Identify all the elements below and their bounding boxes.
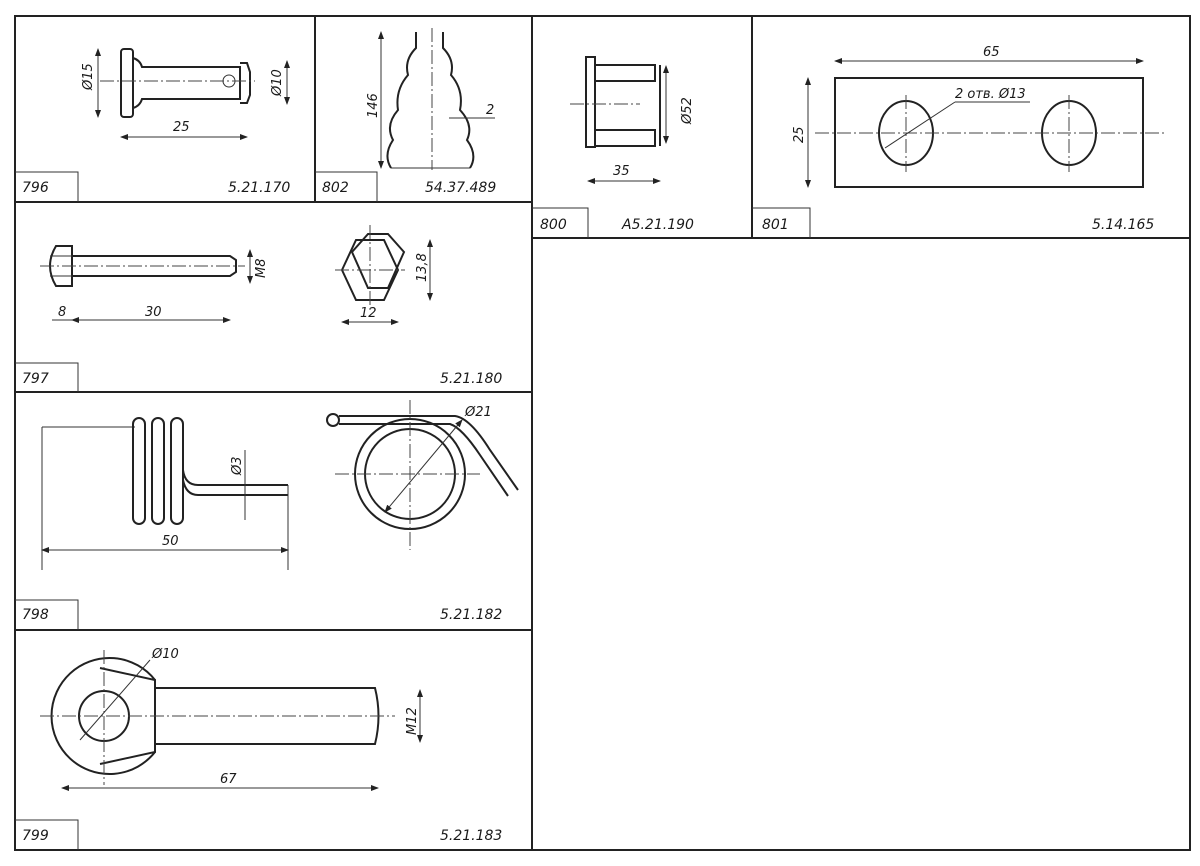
cell-798: 798 5.21.182 50 Ø3 Ø21 [22, 400, 519, 623]
item-code: 5.21.180 [440, 371, 502, 387]
item-code: 54.37.489 [425, 180, 496, 196]
item-code: A5.21.190 [621, 217, 694, 233]
eye-bolt-drawing: Ø10 M12 67 [40, 647, 423, 791]
item-number: 802 [322, 180, 349, 196]
bolt-drawing: M8 8 30 13,8 12 [40, 225, 433, 325]
dim-width: 65 [983, 45, 1000, 60]
item-number: 798 [22, 607, 49, 623]
sheet-frame [14, 15, 1191, 851]
item-number: 799 [22, 828, 49, 844]
item-code: 5.21.183 [440, 828, 502, 844]
cell-800: 800 A5.21.190 Ø52 35 [540, 56, 695, 233]
dim-height: 146 [366, 93, 381, 118]
dim-length: 25 [173, 120, 190, 135]
plate-drawing: 65 25 2 отв. Ø13 [792, 45, 1165, 188]
dim-d-head: Ø15 [81, 63, 96, 91]
item-number: 801 [762, 217, 789, 233]
dim-d-end: Ø10 [270, 69, 285, 97]
cell-802: 802 54.37.489 146 2 [322, 28, 496, 196]
dim-across-corners: 13,8 [415, 253, 430, 282]
dim-length: 50 [162, 534, 179, 549]
cell-801: 801 5.14.165 65 25 2 отв. Ø13 [762, 45, 1165, 233]
dim-across-flats: 12 [360, 306, 377, 321]
pin-drawing: Ø15 Ø10 25 [81, 48, 290, 140]
dim-thread: M8 [254, 259, 269, 279]
dim-length: 35 [613, 164, 630, 179]
item-number: 796 [22, 180, 49, 196]
item-code: 5.21.170 [228, 180, 290, 196]
cell-799: 799 5.21.183 Ø10 M12 67 [22, 647, 502, 844]
dim-hole: Ø10 [151, 647, 179, 662]
spring-drawing: 50 Ø3 Ø21 [41, 400, 519, 570]
item-code: 5.14.165 [1092, 217, 1154, 233]
dim-diameter: Ø52 [680, 97, 695, 125]
dim-length: 30 [145, 305, 162, 320]
bushing-drawing: Ø52 35 [570, 56, 695, 184]
cell-797: 797 5.21.180 M8 8 30 13,8 12 [22, 225, 502, 387]
dim-head: 8 [58, 305, 66, 320]
dim-height: 25 [792, 126, 807, 143]
dim-holes: 2 отв. Ø13 [955, 87, 1026, 102]
dim-length: 67 [220, 772, 237, 787]
cell-796: 796 5.21.170 Ø15 Ø10 25 [22, 48, 290, 196]
item-number: 797 [22, 371, 49, 387]
item-code: 5.21.182 [440, 607, 502, 623]
dim-wall: 2 [486, 103, 494, 118]
dim-coil: Ø21 [464, 405, 492, 420]
item-number: 800 [540, 217, 567, 233]
dim-wire: Ø3 [230, 456, 245, 476]
dim-thread: M12 [405, 707, 420, 735]
bellows-drawing: 146 2 [366, 28, 495, 170]
